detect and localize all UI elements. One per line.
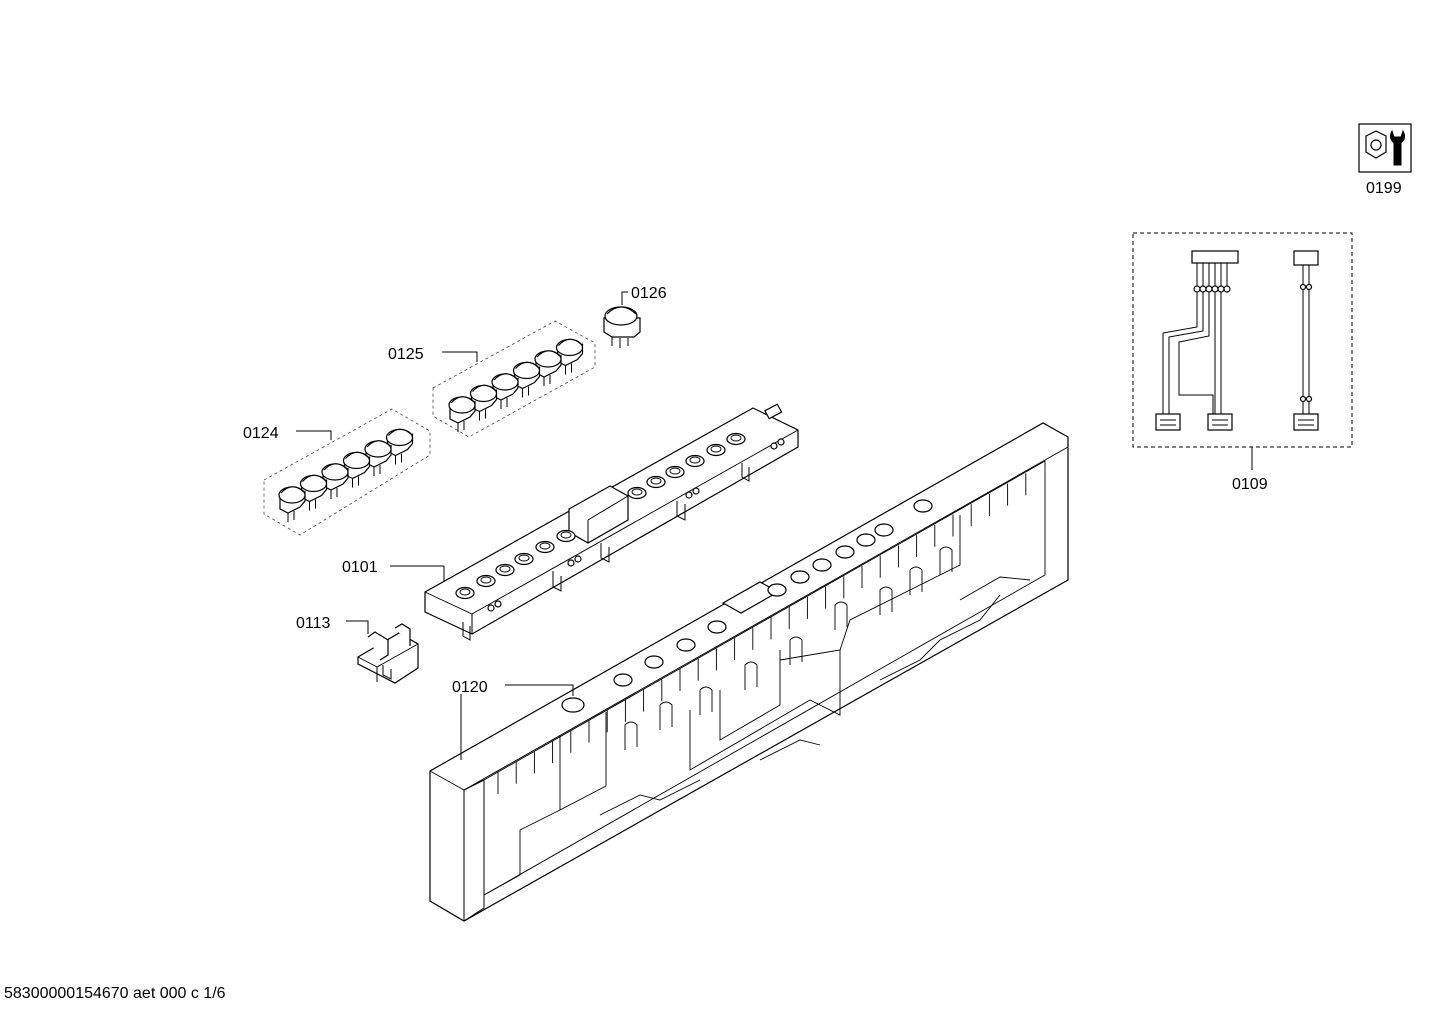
drawing-number-footer: 58300000154670 aet 000 c 1/6 <box>4 985 226 1002</box>
panel-hole <box>707 620 727 634</box>
part-label-0113: 0113 <box>296 615 331 632</box>
panel-hole <box>561 697 585 713</box>
carrier-button-seat <box>726 432 746 446</box>
carrier-button-seat <box>495 563 515 577</box>
part-label-0199: 0199 <box>1366 180 1402 197</box>
latch-arch <box>909 566 923 595</box>
panel-hole <box>767 583 787 597</box>
button-strip-0124 <box>263 408 431 536</box>
carrier-button-seat <box>556 529 576 543</box>
panel-hole <box>835 545 855 559</box>
carrier-button-seat <box>627 486 647 500</box>
push-button <box>555 338 584 375</box>
part-label-0101: 0101 <box>342 559 378 576</box>
latch-arch <box>789 636 803 665</box>
holder-clip-0113 <box>346 620 419 684</box>
part-label-0109: 0109 <box>1232 476 1268 493</box>
panel-hole <box>856 533 876 547</box>
carrier-button-seat <box>646 475 666 489</box>
panel-hole <box>790 570 810 584</box>
push-button <box>299 474 328 511</box>
push-button <box>491 373 519 409</box>
push-button <box>512 361 541 398</box>
front-panel-frame <box>429 422 1069 922</box>
panel-hole <box>613 673 633 687</box>
push-button <box>342 451 371 488</box>
push-button <box>278 486 306 522</box>
single-button-part <box>603 291 641 348</box>
carrier-button-seat <box>476 574 496 588</box>
carrier-button-seat <box>665 465 685 479</box>
panel-hole <box>913 499 933 513</box>
push-button <box>534 350 562 386</box>
part-label-0126: 0126 <box>631 285 667 302</box>
panel-hole <box>676 638 696 652</box>
latch-arch <box>699 686 713 715</box>
latch-arch <box>744 661 758 690</box>
panel-hole <box>644 655 664 669</box>
control-board-carrier <box>390 403 799 641</box>
panel-hole <box>812 558 832 572</box>
latch-arch <box>939 546 953 575</box>
button-strip-0125 <box>432 320 596 438</box>
carrier-button-seat <box>706 443 726 457</box>
push-button <box>364 440 392 476</box>
part-label-0124: 0124 <box>243 425 279 442</box>
latch-arch <box>879 586 893 615</box>
part-label-0120: 0120 <box>452 679 488 696</box>
panel-hole <box>874 523 894 537</box>
latch-arch <box>624 721 638 750</box>
push-button <box>321 463 349 499</box>
latch-arch <box>834 601 848 630</box>
push-button <box>469 384 498 421</box>
carrier-button-seat <box>535 540 555 554</box>
push-button <box>448 396 476 432</box>
carrier-button-seat <box>514 552 534 566</box>
wiring-harness-group <box>1132 232 1353 470</box>
latch-arch <box>659 701 673 730</box>
carrier-button-seat <box>685 454 705 468</box>
part-label-0125: 0125 <box>388 346 424 363</box>
service-tool-icon <box>1358 123 1412 173</box>
carrier-button-seat <box>455 586 475 600</box>
